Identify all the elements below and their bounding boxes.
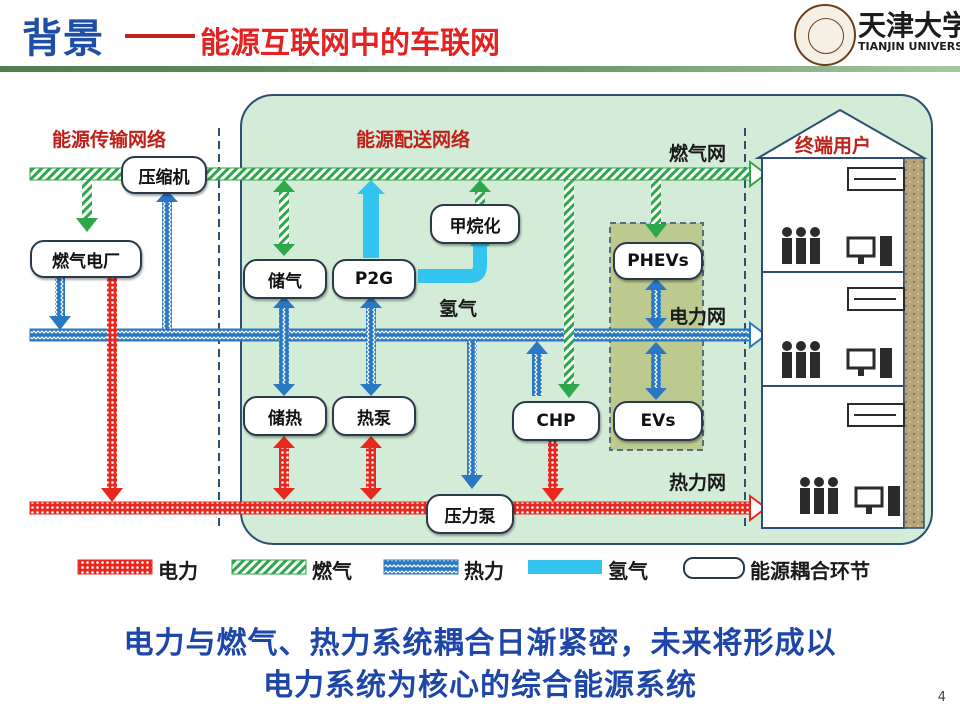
arrow-p2g-hydrogen-up	[357, 180, 385, 258]
conclusion-line-2: 电力系统为核心的综合能源系统	[263, 668, 697, 703]
users-floor-2	[782, 287, 905, 378]
arrow-chp-power	[526, 341, 548, 396]
label-hydrogen: 氢气	[439, 298, 478, 320]
university-name-en: TIANJIN UNIVERSITY	[858, 40, 960, 53]
header-rule	[0, 66, 960, 72]
node-p2g: P2G	[332, 259, 416, 299]
arrow-methanation-gas	[469, 180, 491, 204]
node-heat-storage: 储热	[243, 396, 327, 436]
arrow-gas-chp	[558, 180, 580, 398]
node-pressure-pump: 压力泵	[426, 494, 514, 534]
arrow-phevs-power	[645, 278, 667, 330]
distribution-region	[240, 94, 933, 545]
arrow-plant-to-heat	[101, 276, 123, 502]
node-phevs: PHEVs	[613, 242, 703, 280]
arrow-gas-to-plant	[76, 180, 98, 232]
page-number: 4	[937, 690, 946, 705]
node-methanation: 甲烷化	[430, 204, 520, 244]
legend-swatch-hydrogen	[528, 560, 602, 574]
page-title: 背景	[22, 16, 104, 62]
legend-swatch-heat	[383, 559, 459, 575]
gas-network-line	[29, 160, 768, 188]
legend-swatch-coupling	[683, 557, 745, 579]
arrow-heatpump-heat	[360, 436, 382, 500]
arrow-gas-storage	[273, 180, 295, 256]
arrow-chp-heat	[542, 440, 564, 502]
users-floor-1	[782, 167, 905, 266]
title-dash	[125, 34, 195, 38]
legend-swatch-electric	[77, 559, 153, 575]
node-heat-pump: 热泵	[332, 396, 416, 436]
legend-swatch-gas	[231, 559, 307, 575]
node-evs: EVs	[613, 401, 703, 441]
arrow-gas-phevs	[645, 180, 667, 238]
page-subtitle: 能源互联网中的车联网	[200, 26, 500, 61]
conclusion-line-1: 电力与燃气、热力系统耦合日渐紧密，未来将形成以	[123, 626, 837, 661]
users-floor-3	[800, 403, 905, 516]
label-heat-network: 热力网	[669, 472, 727, 494]
heat-network-line	[29, 494, 768, 522]
legend-hydrogen: 氢气	[608, 559, 648, 583]
arrow-storage-power	[273, 296, 295, 396]
label-gas-network: 燃气网	[669, 143, 727, 165]
section-label-end-users: 终端用户	[795, 135, 872, 157]
legend-heat: 热力	[464, 559, 504, 583]
arrow-plant-to-power	[49, 276, 71, 330]
arrow-heat-storage	[273, 436, 295, 500]
legend-coupling: 能源耦合环节	[750, 559, 870, 583]
node-gas-storage: 储气	[243, 259, 327, 299]
node-chp: CHP	[512, 401, 600, 441]
section-label-distribution: 能源配送网络	[356, 129, 471, 151]
arrow-power-evs	[645, 342, 667, 400]
university-seal-icon	[794, 4, 856, 66]
arrow-p2g-power	[360, 296, 382, 396]
node-compressor: 压缩机	[121, 156, 207, 194]
arrow-power-pump	[461, 341, 483, 489]
node-gas-power-plant: 燃气电厂	[30, 240, 142, 278]
arrow-compressor-up	[156, 190, 178, 329]
legend-electric: 电力	[158, 559, 198, 583]
legend-gas: 燃气	[312, 559, 352, 583]
university-name-cn: 天津大学	[858, 9, 960, 42]
label-power-network: 电力网	[669, 306, 727, 328]
section-label-transmission: 能源传输网络	[52, 129, 167, 151]
